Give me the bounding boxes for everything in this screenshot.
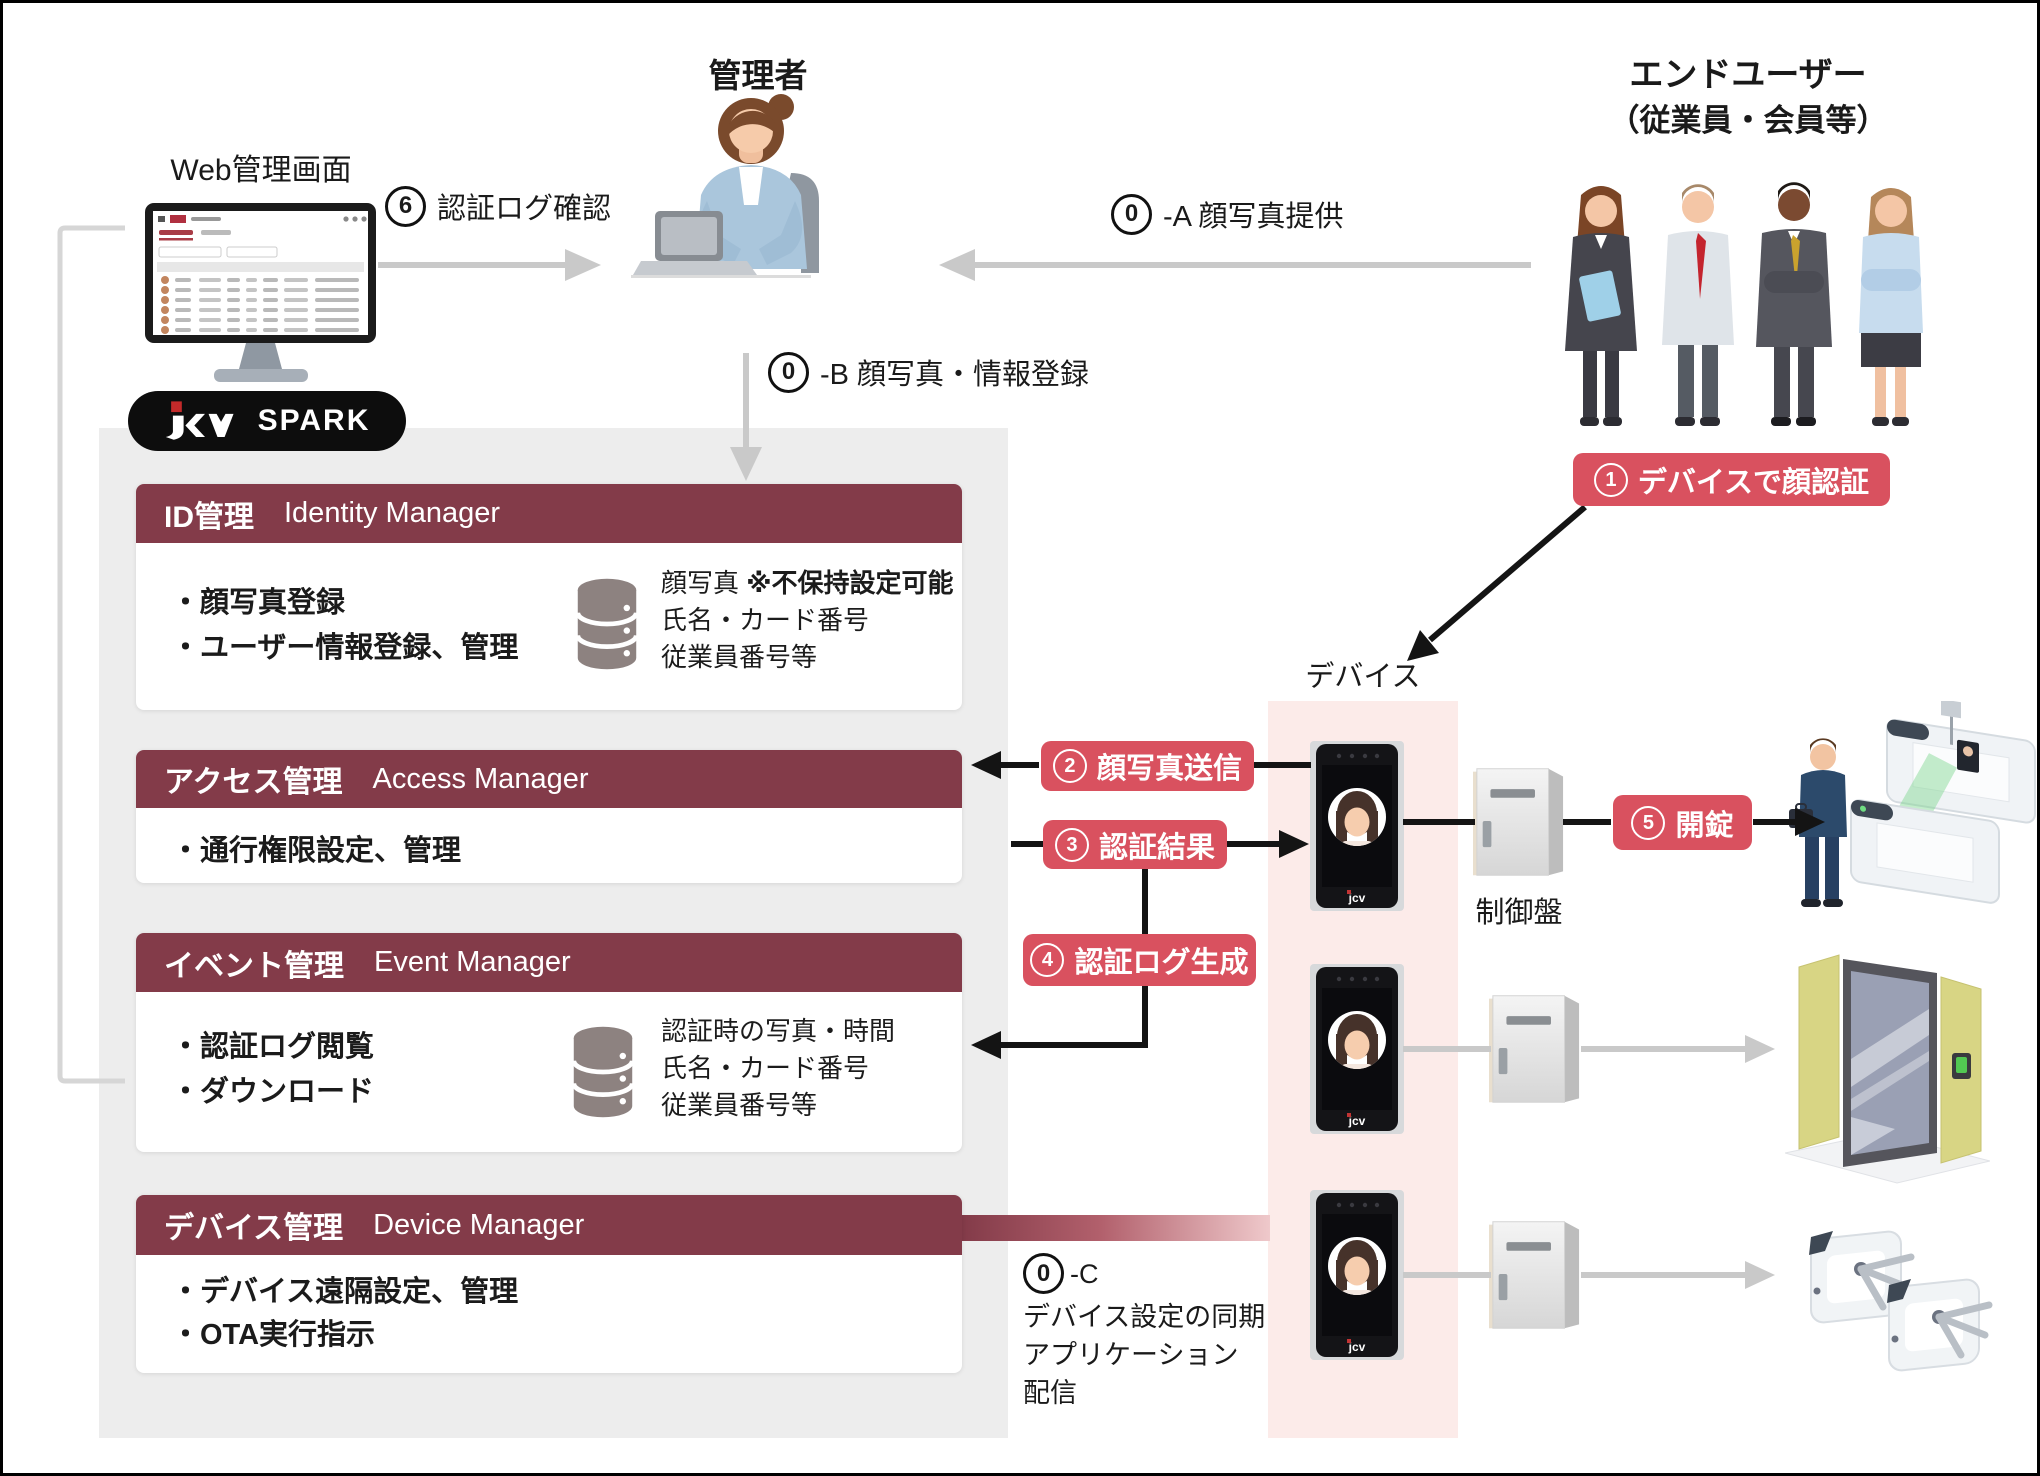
event-manager-bullets: ・認証ログ閲覧 ・ダウンロード bbox=[171, 1031, 375, 1108]
access-manager-bullets: ・通行権限設定、管理 bbox=[171, 835, 462, 867]
controller-box-2 bbox=[1489, 991, 1581, 1107]
identity-manager-db-text: 顔写真 ※不保持設定可能 氏名・カード番号 従業員番号等 bbox=[661, 568, 954, 672]
access-manager-box: アクセス管理 Access Manager bbox=[136, 750, 962, 883]
access-manager-header: アクセス管理 Access Manager bbox=[136, 750, 962, 808]
face-device-1 bbox=[1309, 741, 1405, 911]
event-manager-db-text: 認証時の写真・時間 氏名・カード番号 従業員番号等 bbox=[661, 1016, 896, 1120]
web-admin-monitor-illustration bbox=[145, 203, 376, 382]
device-column-label: デバイス bbox=[1305, 661, 1421, 693]
controller-box-1 bbox=[1473, 764, 1565, 880]
flow-0a-label: 0 -A 顔写真提供 bbox=[1111, 193, 1343, 235]
admin-illustration bbox=[631, 94, 819, 278]
enduser-title: エンドユーザー bbox=[1629, 56, 1867, 94]
face-device-3 bbox=[1309, 1190, 1405, 1360]
flow-6-label: 6 認証ログ確認 bbox=[385, 185, 611, 227]
security-gate-illustration bbox=[1789, 701, 2036, 907]
identity-manager-bullets: ・顔写真登録 ・ユーザー情報登録、管理 bbox=[171, 587, 519, 664]
gate-man bbox=[1789, 738, 1847, 907]
admin-title: 管理者 bbox=[708, 57, 808, 94]
device-manager-header: デバイス管理 Device Manager bbox=[136, 1195, 962, 1255]
auto-door-illustration bbox=[1785, 954, 1990, 1184]
flow-6-number-icon: 6 bbox=[385, 185, 426, 227]
database-icon bbox=[570, 1023, 636, 1121]
identity-manager-box: ID管理 Identity Manager bbox=[136, 484, 962, 710]
person-4 bbox=[1859, 188, 1923, 426]
person-2 bbox=[1662, 184, 1734, 426]
web-screen-label: Web管理画面 bbox=[170, 154, 352, 187]
endusers-illustration bbox=[1565, 182, 1923, 426]
device-manager-box: デバイス管理 Device Manager bbox=[136, 1195, 962, 1373]
flow-0c-number-icon: 0 bbox=[1023, 1253, 1064, 1294]
spark-name: SPARK bbox=[257, 404, 371, 437]
turnstile-illustration bbox=[1809, 1230, 1993, 1372]
jcv-logo-icon bbox=[165, 401, 234, 440]
device-manager-gradient-bar bbox=[962, 1215, 1270, 1241]
event-manager-box: イベント管理 Event Manager bbox=[136, 933, 962, 1152]
enduser-subtitle: （従業員・会員等） bbox=[1608, 103, 1888, 138]
flow-0b-number-icon: 0 bbox=[768, 351, 809, 393]
identity-manager-header: ID管理 Identity Manager bbox=[136, 484, 962, 543]
flow-0c-label: 0 -C デバイス設定の同期 アプリケーション 配信 bbox=[1023, 1253, 1265, 1412]
controller-box-3 bbox=[1489, 1217, 1581, 1333]
controller-label: 制御盤 bbox=[1475, 897, 1563, 929]
jcv-spark-logo: SPARK bbox=[128, 391, 406, 451]
device-manager-bullets: ・デバイス遠隔設定、管理 ・OTA実行指示 bbox=[171, 1276, 519, 1351]
flow-0a-number-icon: 0 bbox=[1111, 193, 1152, 235]
person-1 bbox=[1565, 186, 1637, 426]
event-manager-header: イベント管理 Event Manager bbox=[136, 933, 962, 992]
database-icon bbox=[574, 575, 640, 673]
flow-0b-label: 0 -B 顔写真・情報登録 bbox=[768, 351, 1089, 393]
face-device-2 bbox=[1309, 964, 1405, 1134]
person-3 bbox=[1756, 182, 1832, 426]
